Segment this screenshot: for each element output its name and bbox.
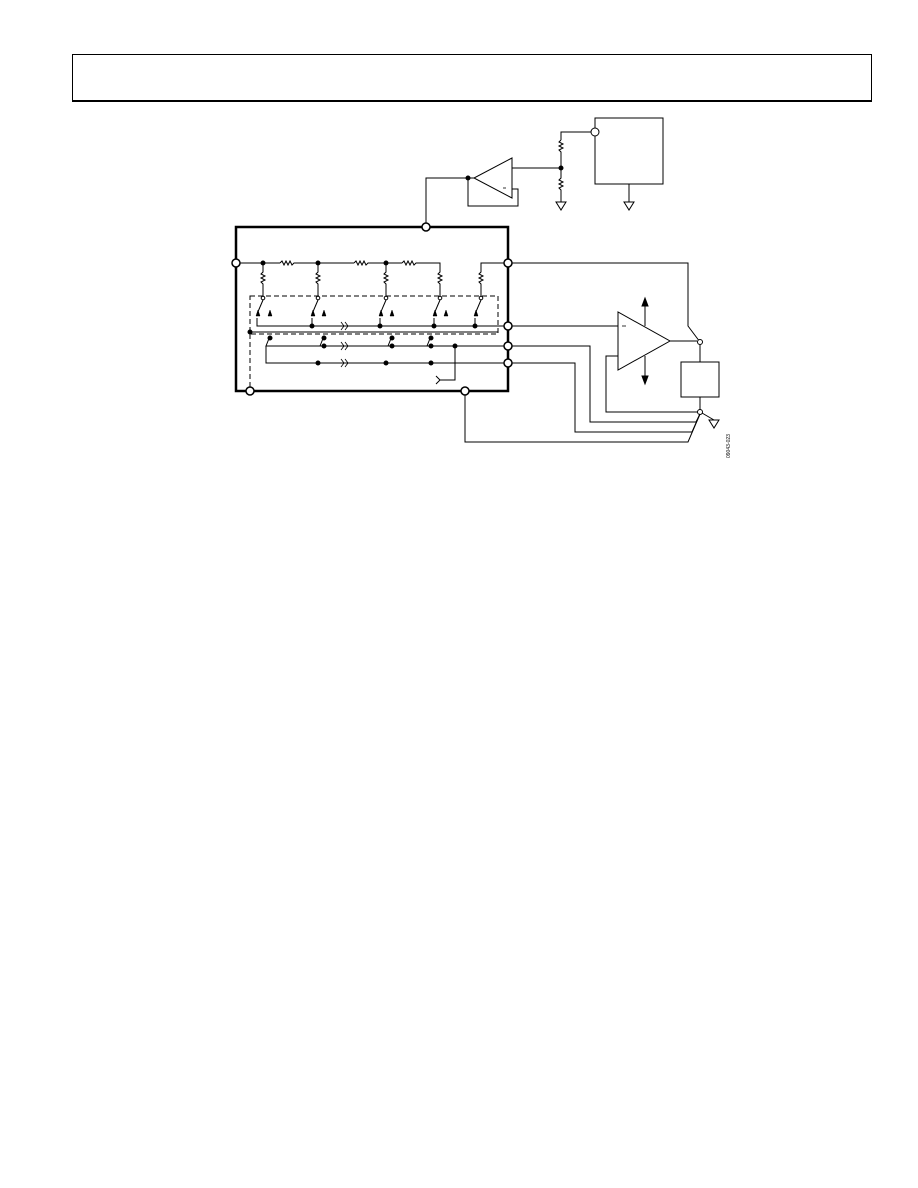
switch-group [255,295,484,317]
buffer-feedback-wire [467,178,519,207]
rfb-pin [503,258,513,268]
iout1-node-2 [377,323,383,329]
iout1-node-3 [431,323,437,329]
vref-pin [421,222,431,232]
page-header-box [72,54,872,102]
ladder-series-resistor-2 [353,259,402,267]
divider-resistor-top [557,139,565,168]
break-mark-1 [340,321,349,331]
iout1-taps [311,318,476,326]
ground-star-node [697,409,703,415]
reference-block [594,117,664,185]
shunt-resistor-3 [382,263,390,296]
rfb-to-output-wire [512,262,701,343]
iout2-node-2 [389,343,395,349]
lower-switch-set [265,335,432,347]
bottom-pin-return-wire [464,395,701,443]
gnd-pin [503,358,513,368]
iout1-node-1 [309,323,315,329]
load-block [680,361,720,398]
ground-arrow-icon [435,375,441,385]
break-mark-2 [340,341,349,351]
reference-ground-icon [623,201,635,211]
lower-switch-node-4 [428,335,434,341]
output-amplifier-triangle [617,311,672,371]
iout1-rail [256,318,504,327]
ladder-series-resistor-1 [279,259,354,267]
gnd-node-1 [315,360,321,366]
amp-supply-arrowhead-down [641,375,649,386]
ladder-series-resistor-3 [401,259,441,270]
lower-switch-node-1 [267,335,273,341]
bottom-left-pin [245,386,255,396]
shunt-resistor-5 [477,270,485,296]
star-ground-wire [701,412,715,421]
divider-ground-icon [555,201,567,211]
divider-resistor-bottom [557,168,565,202]
reference-output-wire [560,131,591,140]
rfb-internal-wire [480,262,504,270]
switch-array-boundary [249,295,499,335]
figure-code: 09043-023 [726,434,732,458]
gnd-rail [265,346,504,364]
iout1-node-4 [472,323,478,329]
amp-supply-arrowhead-up [641,296,649,307]
break-mark-3 [340,358,349,368]
buffer-output-wire [425,177,474,224]
iout1-pin [503,321,513,331]
amp-noninv-wire [605,355,698,413]
lower-switch-node-2 [321,335,327,341]
dac-chip-outline [234,225,510,393]
shunt-resistor-2 [314,263,322,296]
lower-switch-node-3 [389,335,395,341]
iout2-node-1 [321,343,327,349]
iout2-pin [503,341,513,351]
iout2-node-3 [428,343,434,349]
shunt-resistor-4 [436,270,444,296]
gnd-node-2 [383,360,389,366]
gnd-node-3 [428,360,434,366]
reference-output-pin [590,127,600,137]
output-node [697,339,703,345]
bottom-pin [460,386,470,396]
iout2-drop [440,346,456,381]
star-ground-icon [708,419,720,429]
left-pin [231,258,241,268]
shunt-resistor-1 [259,263,267,296]
buffer-amplifier-triangle [472,157,513,199]
